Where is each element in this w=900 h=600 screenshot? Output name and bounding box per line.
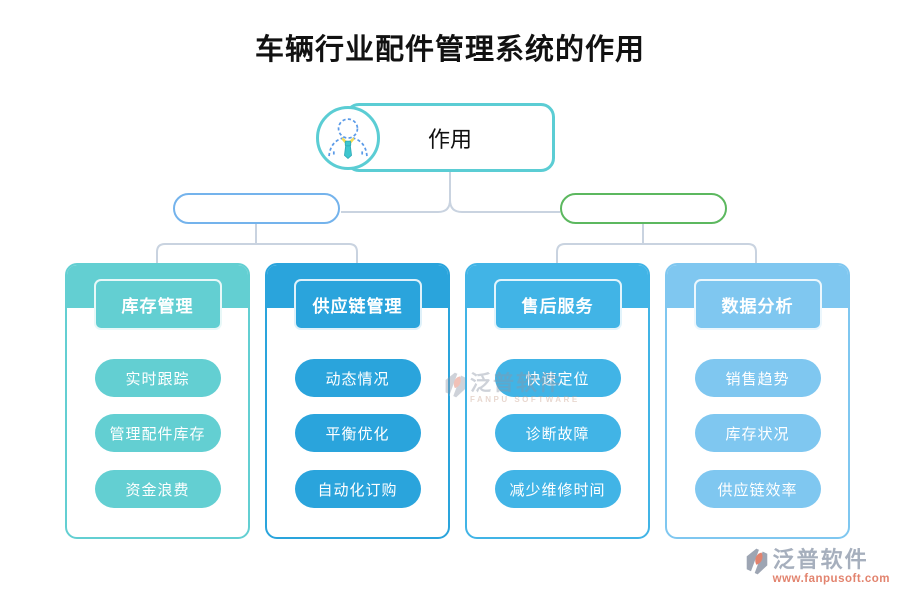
card-header-label: 库存管理 xyxy=(121,297,194,317)
card-data-analysis: 数据分析 销售趋势 库存状况 供应链效率 xyxy=(665,263,850,539)
card-header-label: 数据分析 xyxy=(721,297,794,317)
page-title: 车辆行业配件管理系统的作用 xyxy=(254,32,645,66)
item-pill: 减少维修时间 xyxy=(494,470,621,508)
item-pill: 动态情况 xyxy=(294,359,421,397)
root-node-label: 作用 xyxy=(427,127,472,153)
item-pill: 管理配件库存 xyxy=(94,414,221,452)
card-header: 供应链管理 xyxy=(293,279,422,330)
item-pill: 库存状况 xyxy=(694,414,821,452)
branch-pill-left xyxy=(173,193,340,224)
card-header: 售后服务 xyxy=(493,279,622,330)
avatar xyxy=(316,106,380,170)
item-pill: 销售趋势 xyxy=(694,359,821,397)
item-pill: 实时跟踪 xyxy=(94,359,221,397)
item-pill: 平衡优化 xyxy=(294,414,421,452)
root-node: 作用 xyxy=(345,103,555,172)
item-pill: 资金浪费 xyxy=(94,470,221,508)
branch-pill-right xyxy=(560,193,727,224)
card-after-sales: 售后服务 快速定位 诊断故障 减少维修时间 xyxy=(465,263,650,539)
person-icon xyxy=(328,118,368,160)
item-pill: 供应链效率 xyxy=(694,470,821,508)
fanpu-logo-icon xyxy=(746,548,767,575)
card-header: 库存管理 xyxy=(93,279,222,330)
watermark-footer: 泛普软件 www.fanpusoft.com xyxy=(744,548,890,585)
card-header: 数据分析 xyxy=(693,279,822,330)
card-supply-chain: 供应链管理 动态情况 平衡优化 自动化订购 xyxy=(265,263,450,539)
card-header-label: 供应链管理 xyxy=(312,297,403,317)
item-pill: 诊断故障 xyxy=(494,414,621,452)
watermark-brand: 泛普软件 xyxy=(772,547,869,573)
item-pill: 快速定位 xyxy=(494,359,621,397)
card-header-label: 售后服务 xyxy=(521,297,594,317)
watermark-url: www.fanpusoft.com xyxy=(772,573,890,585)
item-pill: 自动化订购 xyxy=(294,470,421,508)
card-inventory: 库存管理 实时跟踪 管理配件库存 资金浪费 xyxy=(65,263,250,539)
